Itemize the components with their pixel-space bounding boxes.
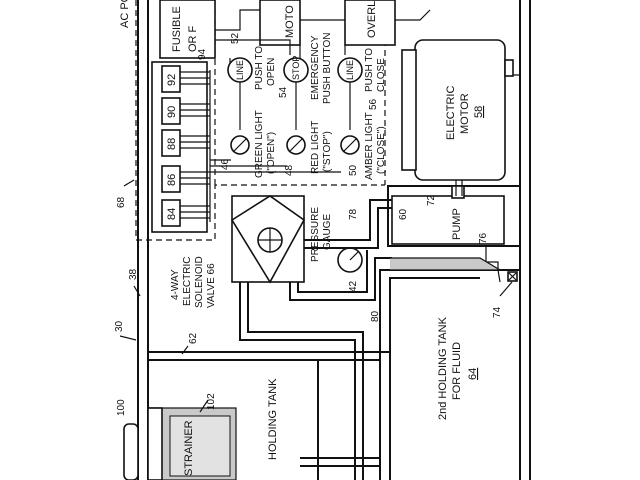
solenoid-valve [230,195,306,284]
emergency-stop-button: STOP 54 EMERGENCY PUSH BUTTON [278,33,333,105]
terminal-86: 86 [166,174,178,186]
terminal-block-strip: 92 90 88 86 84 [151,61,211,233]
ref-64: 64 [467,368,479,380]
ref-42: 42 [348,280,359,292]
electric-motor: ELECTRIC MOTOR 58 [401,39,514,181]
green-light: 46 GREEN LIGHT ("OPEN") [220,110,277,178]
strainer-label: STRAINER [183,420,195,476]
green-light-label: GREEN LIGHT [254,110,265,178]
line-2-label: LINE [345,60,355,80]
ref-72: 72 [426,194,437,206]
valve-label: VALVE 66 [206,263,217,308]
button-wiring [239,82,351,130]
hydraulic-lines [239,199,501,480]
ref-102: 102 [206,393,217,410]
terminal-88: 88 [166,138,178,150]
ref-76: 76 [478,232,489,244]
ref-94: 94 [197,48,208,60]
green-open-label: ("OPEN") [266,132,277,174]
motor-label: MOTO [284,5,296,38]
amber-close-label: ("CLOSE") [376,126,387,174]
ac-power-label: AC POW [119,0,131,28]
ref-50: 50 [348,164,359,176]
line-1-label: LINE [235,60,245,80]
push-to-open-label: PUSH TO [254,46,265,90]
for-fluid-label: FOR FLUID [451,342,463,400]
red-stop-label: ("STOP") [322,131,333,172]
ref-38: 38 [128,268,139,280]
electric-motor-label-2: MOTOR [459,93,471,134]
pump-compartment: 72 60 PUMP 76 [387,180,521,247]
electric-motor-label: ELECTRIC [445,86,457,140]
ref-52: 52 [230,32,241,44]
ref-68: 68 [116,196,127,208]
strainer: STRAINER 100 102 [116,393,237,480]
ref-48: 48 [284,164,295,176]
second-tank-label: 2nd HOLDING TANK [437,316,449,420]
red-light: 48 RED LIGHT ("STOP") [284,121,333,176]
terminal-92: 92 [166,74,178,86]
red-light-label: RED LIGHT [310,121,321,174]
four-way-label: 4-WAY [170,269,181,300]
ref-54: 54 [278,86,289,98]
solenoid-label: SOLENOID [194,256,205,308]
ref-56: 56 [368,98,379,110]
light-wiring [210,159,341,173]
ref-80: 80 [370,310,381,322]
pressure-gauge: PRESSURE GAUGE 78 42 [310,207,363,292]
overload-box: OVERL [344,0,396,46]
ref-78: 78 [348,208,359,220]
ref-100: 100 [116,399,127,416]
push-button-label: PUSH BUTTON [322,33,333,105]
gauge-label: GAUGE [322,214,333,250]
fusible-box: FUSIBLE OR F [159,0,216,59]
pressure-label: PRESSURE [310,207,321,262]
holding-tank: HOLDING TANK [267,360,319,480]
push-to-close-button: LINE PUSH TO CLOSE 56 [337,48,387,110]
motor-starter-box: MOTO [259,0,301,46]
emergency-label: EMERGENCY [310,35,321,100]
stop-label: STOP [291,56,301,80]
push-to-open-button: LINE 52 PUSH TO OPEN [227,32,277,90]
terminal-84: 84 [166,208,178,220]
push-to-close-label: PUSH TO [364,48,375,92]
ref-30: 30 [114,320,125,332]
ref-62: 62 [188,332,199,344]
ref-58: 58 [473,106,485,118]
amber-light: 50 AMBER LIGHT ("CLOSE") [340,112,387,180]
push-to-open-label-2: OPEN [266,58,277,86]
second-holding-tank: 74 2nd HOLDING TANK FOR FLUID 64 [379,257,520,480]
amber-light-label: AMBER LIGHT [364,112,375,180]
terminal-90: 90 [166,106,178,118]
ref-46: 46 [220,158,231,170]
or-f-label: OR F [187,25,199,52]
overload-label: OVERL [366,1,378,38]
fusible-label: FUSIBLE [171,6,183,52]
push-to-close-label-2: CLOSE [376,58,387,92]
electric-label: ELECTRIC [182,257,193,306]
pump-label: PUMP [451,208,463,240]
ref-74: 74 [492,306,503,318]
holding-tank-label: HOLDING TANK [267,378,279,460]
ref-60: 60 [398,208,409,220]
